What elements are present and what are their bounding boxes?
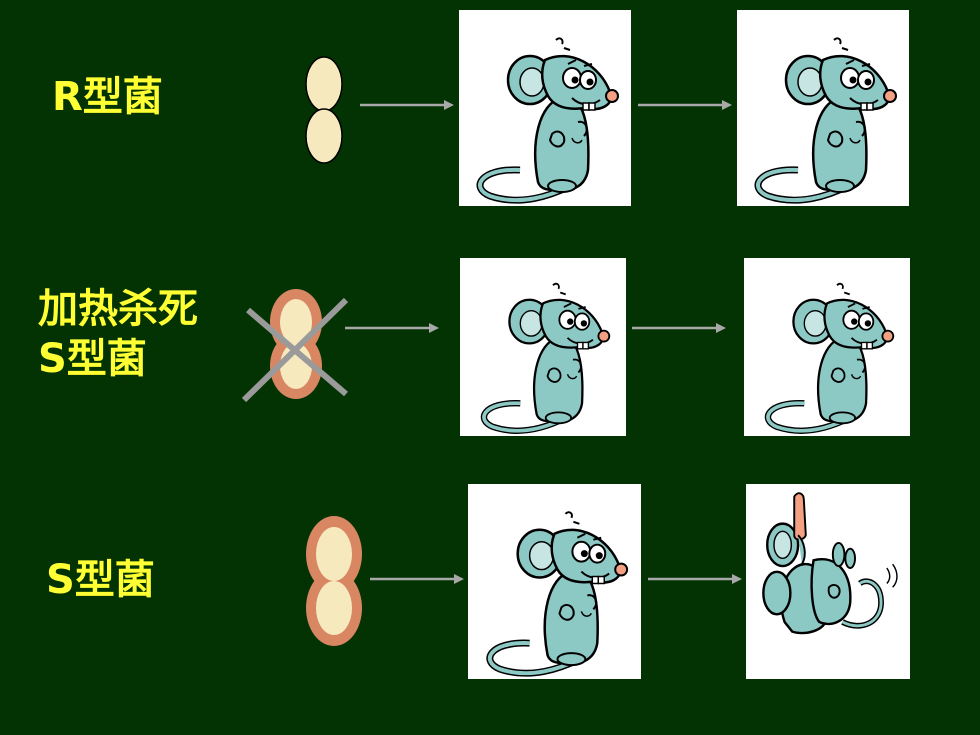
heat-killed-s-bacterium-icon: [241, 289, 349, 403]
row3-arrow-2: [648, 573, 744, 585]
s-type-bacterium-icon: [306, 516, 362, 646]
r-type-bacterium-icon: [305, 56, 343, 164]
row3-mouse-panel-1: [468, 484, 641, 679]
row2-arrow-1: [345, 322, 441, 334]
row3-label: S型菌: [46, 555, 155, 605]
row1-label-text: R型菌: [52, 74, 163, 120]
mouse-dead-icon: [746, 484, 910, 679]
row1-arrow-1: [360, 99, 456, 111]
row2-label-line1: 加热杀死: [38, 286, 198, 332]
row1-mouse-panel-2: [737, 10, 909, 206]
row1-label: R型菌: [52, 72, 163, 122]
mouse-alive-icon: [459, 10, 631, 206]
row3-mouse-panel-2: [746, 484, 910, 679]
row2-label-line2: S型菌: [38, 336, 147, 382]
row2-mouse-panel-2: [744, 258, 910, 436]
row3-arrow-1: [370, 573, 466, 585]
row2-mouse-panel-1: [460, 258, 626, 436]
row3-label-text: S型菌: [46, 557, 155, 603]
mouse-alive-icon: [468, 484, 641, 679]
row1-arrow-2: [638, 99, 734, 111]
mouse-alive-icon: [737, 10, 909, 206]
row1-mouse-panel-1: [459, 10, 631, 206]
row2-label: 加热杀死 S型菌: [38, 284, 198, 384]
mouse-alive-icon: [460, 258, 626, 436]
mouse-alive-icon: [744, 258, 910, 436]
row2-arrow-2: [632, 322, 728, 334]
